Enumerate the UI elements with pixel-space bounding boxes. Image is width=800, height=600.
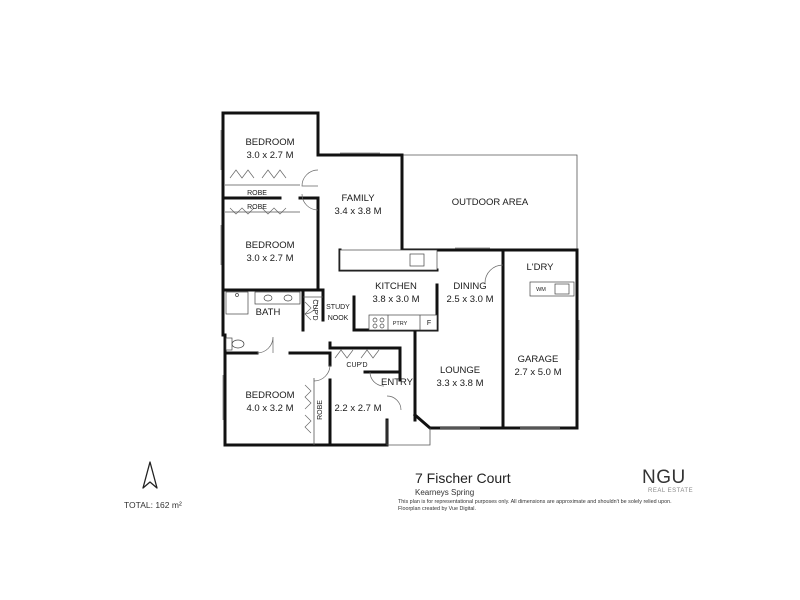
lounge-dim: 3.3 x 3.8 M <box>437 378 484 389</box>
outdoor-area <box>402 154 578 250</box>
kitchen-dim: 3.8 x 3.0 M <box>373 294 420 305</box>
shower-icon <box>225 291 249 315</box>
brand-subtitle: REAL ESTATE <box>648 488 694 494</box>
robe3-label: ROBE <box>317 400 324 420</box>
stove-icon <box>372 317 378 323</box>
robe-doors <box>225 169 380 445</box>
bedroom3-label: BEDROOM <box>245 390 294 401</box>
north-arrow-icon <box>142 461 158 489</box>
kitchen-sink <box>409 253 425 267</box>
dining-dim: 2.5 x 3.0 M <box>447 294 494 305</box>
toilet-icon <box>231 339 245 349</box>
total-area: TOTAL: 162 m² <box>124 500 182 510</box>
cupd1-label: CUP'D <box>311 299 318 320</box>
disclaimer-line2: Floorplan created by Vue Digital. <box>398 506 477 512</box>
garage-dim: 2.7 x 5.0 M <box>515 367 562 378</box>
lounge-label: LOUNGE <box>440 365 480 376</box>
bedroom4-dim: 2.2 x 2.7 M <box>335 403 382 414</box>
basin-icon <box>263 294 273 302</box>
garage-label: GARAGE <box>518 354 559 365</box>
robe2-label: ROBE <box>247 204 267 211</box>
bedroom1-label: BEDROOM <box>245 137 294 148</box>
property-suburb: Kearneys Spring <box>415 488 475 497</box>
pantry-label: PTRY <box>393 321 408 327</box>
bedroom2-dim: 3.0 x 2.7 M <box>247 253 294 264</box>
doors <box>256 169 504 411</box>
laundry-tub-icon <box>554 283 570 295</box>
bedroom1-dim: 3.0 x 2.7 M <box>247 150 294 161</box>
bedroom2-label: BEDROOM <box>245 240 294 251</box>
laundry-label: L'DRY <box>527 262 555 273</box>
windows <box>220 130 580 429</box>
bedroom3-dim: 4.0 x 3.2 M <box>247 403 294 414</box>
room-labels: BEDROOM 3.0 x 2.7 M ROBE ROBE BEDROOM 3.… <box>245 137 561 420</box>
outdoor-label: OUTDOOR AREA <box>452 197 529 208</box>
study-label: STUDY <box>326 304 350 311</box>
family-label: FAMILY <box>341 193 375 204</box>
wm-label: WM <box>536 287 546 293</box>
entry-label: ENTRY <box>381 377 414 388</box>
kitchen-label: KITCHEN <box>375 281 417 292</box>
fridge-label: F <box>427 320 431 327</box>
study-label2: NOOK <box>328 315 349 322</box>
dining-label: DINING <box>453 281 486 292</box>
cupd2-label: CUP'D <box>346 362 367 369</box>
fixtures <box>225 249 575 446</box>
bath-label: BATH <box>256 307 281 318</box>
brand-logo: NGU <box>642 467 686 488</box>
property-address: 7 Fischer Court <box>415 470 511 486</box>
disclaimer-line1: This plan is for representational purpos… <box>398 499 672 505</box>
robe1-label: ROBE <box>247 190 267 197</box>
family-dim: 3.4 x 3.8 M <box>335 206 382 217</box>
disclaimer: This plan is for representational purpos… <box>398 499 718 513</box>
